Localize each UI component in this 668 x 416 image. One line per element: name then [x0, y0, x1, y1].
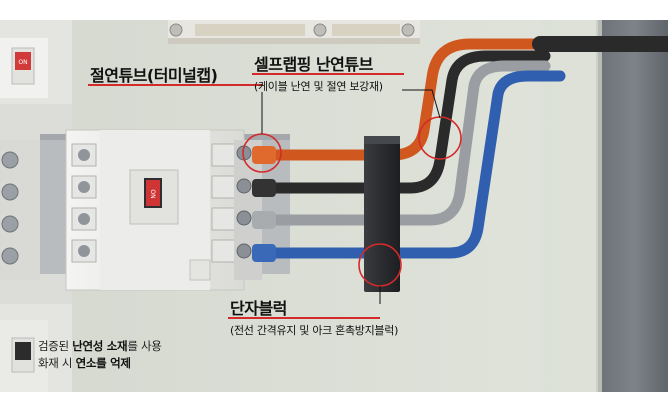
leader-lines [261, 89, 441, 304]
svg-text:ON: ON [18, 59, 27, 66]
main-breaker: ON [65, 129, 245, 291]
note-line-2: 화재 시 연소를 억제 [38, 356, 131, 370]
label-self-wrapping: 셀프랩핑 난연튜브 [254, 55, 373, 74]
underline-insulation-tube [88, 84, 263, 86]
panel-scene: ON ON [0, 20, 668, 392]
wire-blue [256, 70, 566, 259]
left-screw-terminals [0, 140, 40, 280]
wires [252, 36, 668, 262]
label-terminal-block-sub: (전선 간격유지 및 아크 혼촉방지블럭) [230, 324, 399, 337]
underline-self-wrapping [252, 73, 404, 75]
wire-orange [256, 38, 546, 161]
label-insulation-tube: 절연튜브(터미널캡) [90, 66, 218, 85]
note-line-1: 검증된 난연성 소재를 사용 [38, 339, 162, 353]
terminal-block [364, 136, 400, 292]
underline-terminal-block [228, 317, 380, 319]
label-self-wrapping-sub: (케이블 난연 및 절연 보강재) [254, 80, 383, 93]
svg-text:ON: ON [149, 189, 156, 198]
panel-side-frame [600, 20, 668, 392]
top-bus-bar [168, 20, 420, 44]
label-terminal-block: 단자블럭 [230, 299, 287, 318]
wire-black [256, 50, 551, 194]
fire-retardant-note: 검증된 난연성 소재를 사용 화재 시 연소를 억제 [38, 338, 162, 372]
wire-gray [256, 60, 551, 226]
